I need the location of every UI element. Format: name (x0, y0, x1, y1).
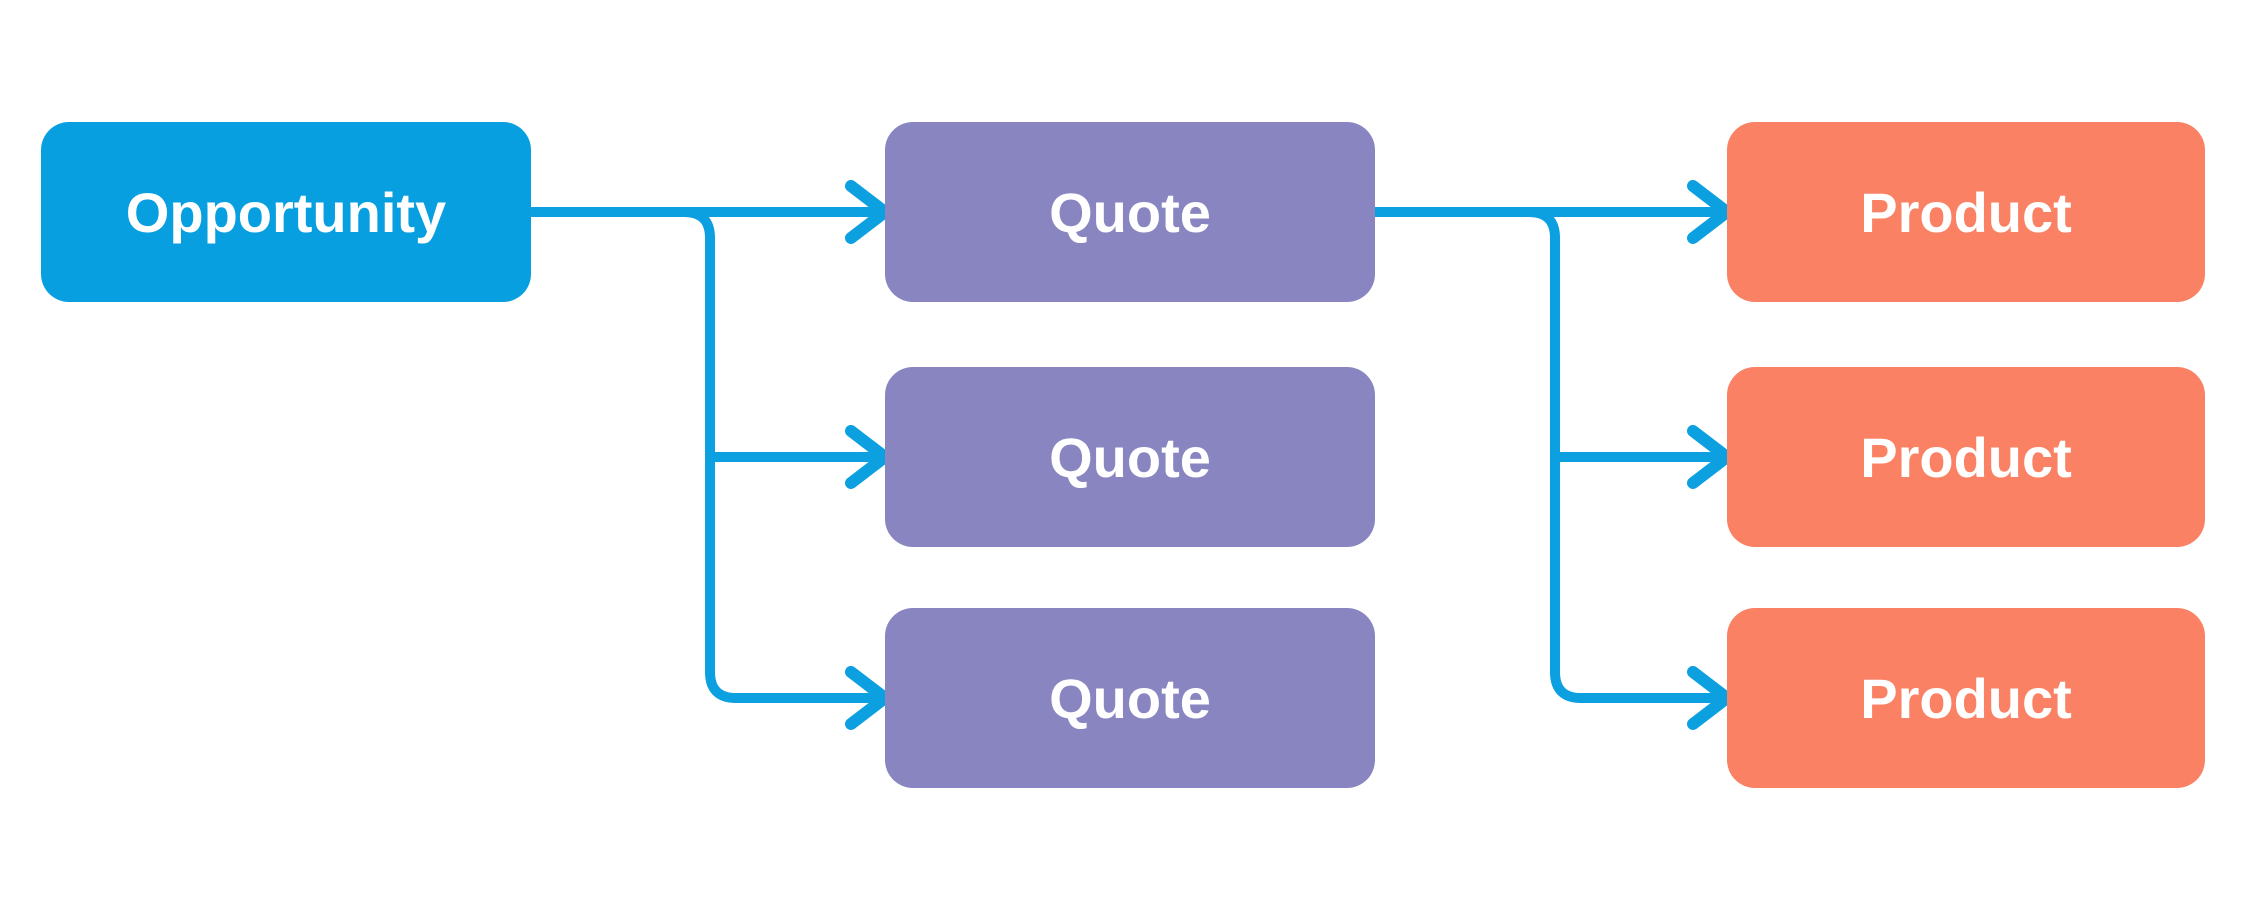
quote-label: Quote (1049, 426, 1211, 489)
node-quote-3: Quote (885, 608, 1375, 788)
edge-quote1-product3 (1524, 207, 1725, 703)
product-box (1727, 122, 2205, 302)
product-label: Product (1860, 181, 2072, 244)
node-product-1: Product (1727, 122, 2205, 302)
product-label: Product (1860, 426, 2072, 489)
node-product-2: Product (1727, 367, 2205, 547)
product-box (1727, 608, 2205, 788)
product-box (1727, 367, 2205, 547)
quote-box (885, 122, 1375, 302)
edges (526, 180, 1733, 730)
product-label: Product (1860, 667, 2072, 730)
edge-opportunity-quote3 (679, 207, 883, 703)
node-quote-1: Quote (885, 122, 1375, 302)
opportunity-box (41, 122, 531, 302)
opportunity-label: Opportunity (126, 181, 446, 244)
quote-label: Quote (1049, 181, 1211, 244)
node-product-3: Product (1727, 608, 2205, 788)
node-opportunity: Opportunity (41, 122, 531, 302)
quote-box (885, 608, 1375, 788)
quote-box (885, 367, 1375, 547)
node-quote-2: Quote (885, 367, 1375, 547)
quote-label: Quote (1049, 667, 1211, 730)
